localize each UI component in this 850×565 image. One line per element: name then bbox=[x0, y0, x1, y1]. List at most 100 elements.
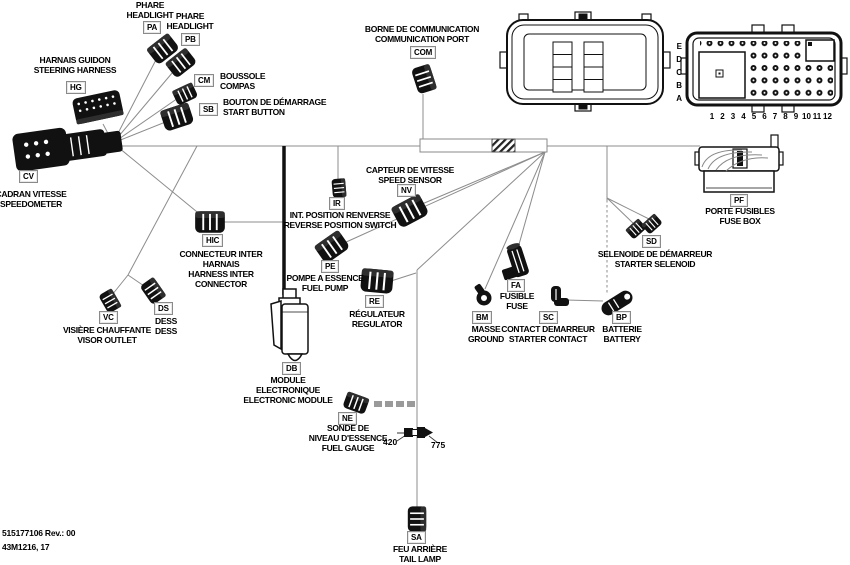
grid-col-label-12: 12 bbox=[823, 112, 832, 121]
db-label-en: ELECTRONIC MODULE bbox=[243, 395, 333, 405]
grid-col-label-5: 5 bbox=[751, 112, 757, 121]
ir-connector-glyph bbox=[330, 177, 348, 199]
hg-label-en: STEERING HARNESS bbox=[33, 65, 117, 75]
com-label-fr: BORNE DE COMMUNICATION bbox=[364, 24, 480, 34]
bp-code-chip: BP bbox=[612, 311, 631, 324]
nv-label-fr: CAPTEUR DE VITESSE bbox=[365, 165, 455, 175]
hic-label: CONNECTEUR INTER HARNAIS HARNESS INTER C… bbox=[162, 249, 280, 289]
grid-col-label-1: 1 bbox=[709, 112, 715, 121]
cm-label: BOUSSOLE COMPAS bbox=[220, 71, 290, 91]
ir-label-en: REVERSE POSITION SWITCH bbox=[283, 220, 397, 230]
cv-code-chip: CV bbox=[19, 170, 38, 183]
ne-label: SONDE DE NIVEAU D'ESSENCE FUEL GAUGE bbox=[305, 423, 391, 453]
com-connector-glyph bbox=[409, 62, 439, 96]
vc-connector-glyph bbox=[97, 287, 123, 315]
pb-label-fr: PHARE bbox=[175, 11, 205, 21]
re-label-en: REGULATOR bbox=[351, 319, 403, 329]
pf-label: PORTE FUSIBLES FUSE BOX bbox=[697, 206, 783, 226]
sd-label: SELENOIDE DE DÉMARREUR STARTER SELENOID bbox=[597, 249, 713, 269]
sc-label-en: STARTER CONTACT bbox=[508, 334, 588, 344]
pf-code-chip: PF bbox=[730, 194, 748, 207]
sb-label-fr: BOUTON DE DÉMARRAGE bbox=[223, 97, 327, 107]
bm-label: MASSE GROUND bbox=[455, 324, 517, 344]
grid-row-label-d: D bbox=[676, 55, 682, 64]
com-label: BORNE DE COMMUNICATION COMMUNICATION POR… bbox=[352, 24, 492, 44]
sa-code-chip: SA bbox=[407, 531, 426, 544]
sc-label: CONTACT DEMARREUR STARTER CONTACT bbox=[498, 324, 598, 344]
sd-label-en: STARTER SELENOID bbox=[614, 259, 696, 269]
sc-label-fr: CONTACT DEMARREUR bbox=[501, 324, 595, 334]
footer-doc-number: 43M1216, 17 bbox=[2, 542, 50, 552]
sb-connector-glyph bbox=[158, 101, 196, 133]
fa-label: FUSIBLE FUSE bbox=[487, 291, 547, 311]
fa-label-fr: FUSIBLE bbox=[499, 291, 535, 301]
pe-label: POMPE A ESSENCE FUEL PUMP bbox=[283, 273, 367, 293]
harness-wires bbox=[28, 51, 700, 511]
nv-label: CAPTEUR DE VITESSE SPEED SENSOR bbox=[362, 165, 458, 185]
hic-label-fr: CONNECTEUR INTER HARNAIS bbox=[179, 249, 263, 269]
ne-label-en: FUEL GAUGE bbox=[321, 443, 375, 453]
grid-col-label-8: 8 bbox=[783, 112, 788, 121]
bm-code-chip: BM bbox=[472, 311, 493, 324]
sb-code-chip: SB bbox=[199, 103, 218, 116]
grid-row-label-c: C bbox=[676, 68, 682, 77]
hg-connector-glyph bbox=[72, 90, 124, 125]
pf-label-en: FUSE BOX bbox=[719, 216, 761, 226]
fuse-box-glyph bbox=[694, 134, 784, 193]
fa-connector-glyph bbox=[501, 243, 529, 281]
grid-col-label-11: 11 bbox=[812, 112, 822, 121]
ds-code-chip: DS bbox=[154, 302, 173, 315]
hg-label-fr: HARNAIS GUIDON bbox=[39, 55, 111, 65]
fa-code-chip: FA bbox=[507, 279, 525, 292]
grid-col-label-3: 3 bbox=[730, 112, 736, 121]
bp-label-en: BATTERY bbox=[603, 334, 641, 344]
footer-part-number: 515177106 Rev.: 00 bbox=[2, 528, 76, 538]
pe-code-chip: PE bbox=[321, 260, 340, 273]
pb-code-chip: PB bbox=[181, 33, 200, 46]
grid-row-label-b: B bbox=[676, 81, 682, 90]
sc-code-chip: SC bbox=[539, 311, 558, 324]
wire-number-420: 420 bbox=[383, 437, 398, 447]
vc-code-chip: VC bbox=[99, 311, 118, 324]
re-label-fr: RÉGULATEUR bbox=[349, 309, 405, 319]
hg-code-chip: HG bbox=[66, 81, 86, 94]
grid-col-label-10: 10 bbox=[802, 112, 811, 121]
hg-label: HARNAIS GUIDON STEERING HARNESS bbox=[22, 55, 128, 75]
fa-label-en: FUSE bbox=[506, 301, 528, 311]
grid-col-label-4: 4 bbox=[741, 112, 746, 121]
grid-row-label-e: E bbox=[676, 42, 682, 51]
cv-label: CADRAN VITESSE SPEEDOMETER bbox=[0, 189, 68, 209]
wire-number-775: 775 bbox=[431, 440, 446, 450]
grid-col-label-6: 6 bbox=[762, 112, 767, 121]
housing-connector bbox=[499, 11, 671, 112]
bm-label-en: GROUND bbox=[468, 334, 504, 344]
ne-label-fr: SONDE DE NIVEAU D'ESSENCE bbox=[308, 423, 388, 443]
bp-connector-glyph bbox=[601, 290, 633, 316]
com-label-en: COMMUNICATION PORT bbox=[374, 34, 470, 44]
ir-code-chip: IR bbox=[329, 197, 345, 210]
ne-code-chip: NE bbox=[338, 412, 357, 425]
com-code-chip: COM bbox=[410, 46, 437, 59]
sd-code-chip: SD bbox=[642, 235, 661, 248]
db-label: MODULE ELECTRONIQUE ELECTRONIC MODULE bbox=[238, 375, 338, 405]
ir-label-fr: INT. POSITION RENVERSE bbox=[289, 210, 391, 220]
bp-label: BATTERIE BATTERY bbox=[590, 324, 654, 344]
ds-label-fr: DESS bbox=[155, 316, 177, 326]
pa-label-fr: PHARE bbox=[135, 0, 165, 10]
pin-grid-connector bbox=[680, 24, 848, 113]
pf-label-fr: PORTE FUSIBLES bbox=[705, 206, 775, 216]
cv-label-en: SPEEDOMETER bbox=[0, 199, 62, 209]
sa-label-fr: FEU ARRIÈRE bbox=[392, 544, 447, 554]
nv-code-chip: NV bbox=[397, 184, 416, 197]
db-code-chip: DB bbox=[282, 362, 302, 375]
fuel-level-inline-connector bbox=[397, 427, 433, 438]
cm-label-en: COMPAS bbox=[220, 81, 255, 91]
sc-connector-glyph bbox=[551, 286, 569, 306]
cm-code-chip: CM bbox=[194, 74, 215, 87]
pb-label-en: HEADLIGHT bbox=[166, 21, 214, 31]
cv-connector-glyph bbox=[12, 127, 123, 172]
sa-label: FEU ARRIÈRE TAIL LAMP bbox=[378, 544, 462, 564]
sa-label-en: TAIL LAMP bbox=[399, 554, 441, 564]
